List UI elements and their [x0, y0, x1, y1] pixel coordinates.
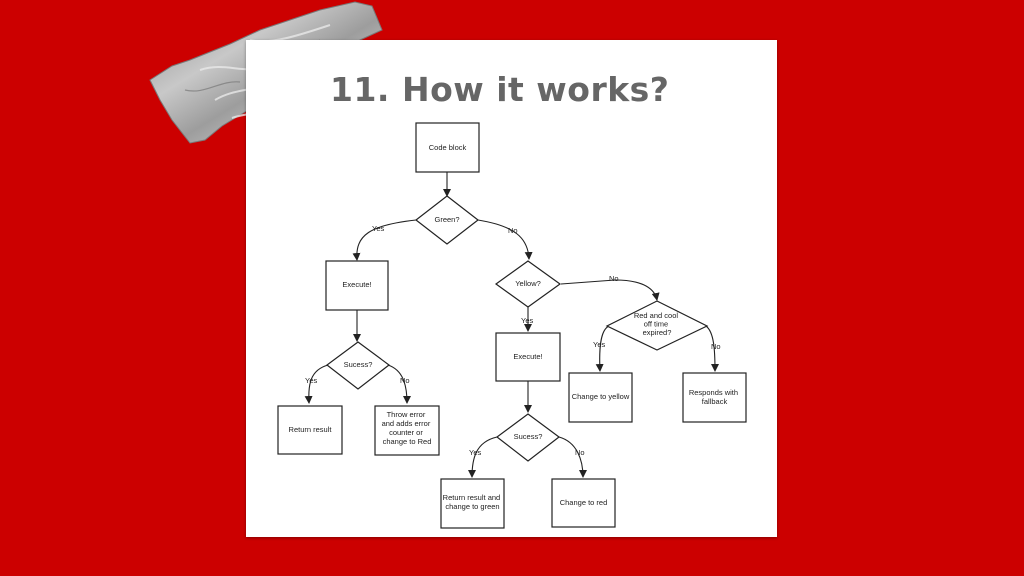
node-text: Change to yellow: [572, 392, 630, 401]
node-text: counter or: [389, 428, 423, 437]
node-fallback: Responds with fallback: [682, 372, 747, 423]
node-text: Yellow?: [515, 279, 541, 288]
node-text: Throw error: [387, 410, 426, 419]
node-code-block: Code block: [415, 122, 480, 173]
edge-success-left-no: [387, 364, 411, 404]
edge-yellow-no: [560, 279, 660, 301]
svg-text:Execute!: Execute!: [513, 352, 542, 361]
label-yellow-yes: Yes: [521, 316, 533, 325]
node-text: Execute!: [342, 280, 371, 289]
node-return-result: Return result: [277, 405, 343, 455]
edge-green-yes: [352, 219, 417, 261]
node-text: Sucess?: [344, 360, 373, 369]
node-change-yellow: Change to yellow: [568, 372, 633, 423]
node-text: change to Red: [383, 437, 432, 446]
node-execute-mid: Execute!: [495, 332, 561, 382]
label-success-mid-yes: Yes: [469, 448, 481, 457]
node-success-mid: Sucess?: [496, 413, 560, 462]
node-text: Change to red: [560, 498, 608, 507]
node-text: change to green: [445, 502, 499, 511]
svg-text:Change to yellow: Change to yellow: [572, 392, 630, 401]
node-red-cool: Red and cool off time expired?: [605, 300, 709, 351]
node-text: Responds with: [689, 388, 738, 397]
node-text: expired?: [643, 328, 672, 337]
label-success-left-yes: Yes: [305, 376, 317, 385]
node-execute-left: Execute!: [325, 260, 389, 311]
node-text: and adds error: [382, 419, 431, 428]
slide-title: 11. How it works?: [330, 70, 670, 109]
svg-text:Return result: Return result: [289, 425, 333, 434]
node-return-green: Return result and change to green: [440, 478, 505, 529]
node-text: Code block: [429, 143, 467, 152]
node-text: Sucess?: [514, 432, 543, 441]
node-text: Return result: [289, 425, 333, 434]
node-yellow: Yellow?: [494, 260, 562, 308]
node-text: Green?: [434, 215, 459, 224]
edge-success-mid-yes: [468, 436, 498, 478]
svg-text:Throw error and adds err: Throw error and adds error counter or ch…: [382, 410, 433, 446]
edge-redcool-no: [705, 325, 719, 372]
svg-text:Red and cool off time: Red and cool off time expired?: [634, 311, 680, 337]
svg-text:Green?: Green?: [434, 215, 459, 224]
edge-success-mid-no: [558, 436, 587, 478]
svg-text:Responds with fallback: Responds with fallback: [689, 388, 740, 406]
svg-text:Code block: Code block: [429, 143, 467, 152]
label-green-yes: Yes: [372, 224, 384, 233]
node-success-left: Sucess?: [326, 341, 390, 390]
svg-text:Execute!: Execute!: [342, 280, 371, 289]
svg-text:Sucess?: Sucess?: [514, 432, 543, 441]
svg-text:Return result and change: Return result and change to green: [443, 493, 503, 511]
label-success-mid-no: No: [575, 448, 585, 457]
edge-redcool-yes: [595, 325, 610, 372]
node-text: Red and cool: [634, 311, 679, 320]
node-text: Execute!: [513, 352, 542, 361]
edges: [304, 172, 719, 478]
label-green-no: No: [508, 226, 518, 235]
node-change-red: Change to red: [551, 478, 616, 528]
label-redcool-no: No: [711, 342, 721, 351]
node-throw-error: Throw error and adds error counter or ch…: [374, 405, 440, 456]
node-text: Return result and: [443, 493, 501, 502]
label-success-left-no: No: [400, 376, 410, 385]
svg-text:Change to red: Change to red: [560, 498, 608, 507]
node-text: off time: [644, 320, 668, 329]
label-yellow-no: No: [609, 274, 619, 283]
edge-green-no: [477, 219, 533, 260]
edge-success-left-yes: [304, 364, 329, 404]
node-green: Green?: [415, 195, 479, 245]
svg-text:Yellow?: Yellow?: [515, 279, 541, 288]
edge-labels: Yes No Yes No No Yes Yes No Yes No: [305, 224, 721, 457]
svg-text:Sucess?: Sucess?: [344, 360, 373, 369]
node-text: fallback: [702, 397, 728, 406]
label-redcool-yes: Yes: [593, 340, 605, 349]
